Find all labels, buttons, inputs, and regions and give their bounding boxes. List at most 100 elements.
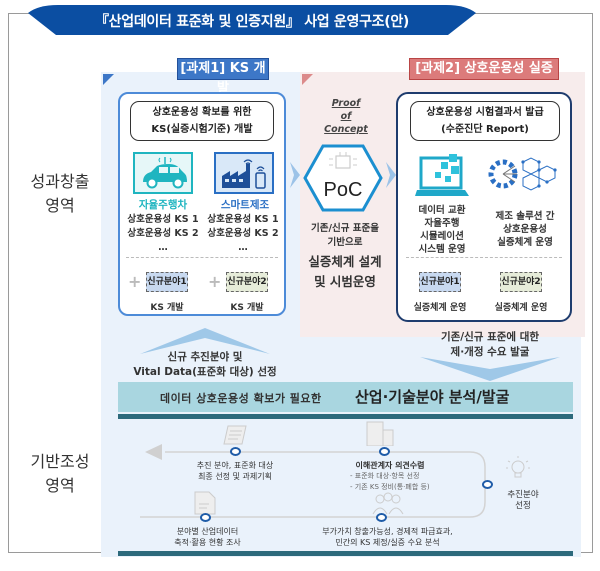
up-arrow-note: 신규 추진분야 및 Vital Data(표준화 대상) 선정 xyxy=(130,350,280,380)
flow-step-final: 추진 분야, 표준화 대상 최종 선정 및 과제기획 xyxy=(180,460,290,482)
task2-item-line: 자율주행 xyxy=(424,218,460,229)
poc-title-line: Concept xyxy=(324,124,368,135)
poc-description-small: 기존/신규 표준을 기반으로 xyxy=(303,222,387,250)
category-label-smart-factory: 스마트제조 xyxy=(220,199,270,211)
document-icon xyxy=(194,491,216,515)
down-note-line: 기존/신규 표준에 대한 xyxy=(440,331,540,343)
task1-tag: [과제1] KS 개발 xyxy=(177,58,269,96)
flow-step-line: 최종 선정 및 과제기획 xyxy=(198,472,272,481)
zone-label-line: 기반조성 xyxy=(30,452,90,471)
task2-item-line: 시스템 운영 xyxy=(418,244,466,255)
ks-list-item: 상호운용성 KS 2 xyxy=(127,228,199,239)
divider xyxy=(126,257,278,258)
poc-description-big: 실증체계 설계 및 시범운영 xyxy=(299,252,391,292)
divider-bar xyxy=(118,551,573,556)
down-arrow-note: 기존/신규 표준에 대한 제·개정 수요 발굴 xyxy=(420,330,560,360)
task2-header-line: 상호운용성 시험결과서 발급 xyxy=(426,107,544,118)
flow-node-select xyxy=(482,480,493,489)
divider xyxy=(406,257,562,258)
plus-icon: + xyxy=(128,272,142,291)
task2-item-line: 시뮬레이션 xyxy=(420,231,464,242)
ks-list-item: 상호운용성 KS 2 xyxy=(207,228,279,239)
task2-item-line: 제조 솔루션 간 xyxy=(495,211,555,222)
task2-new-field-1: 신규분야1 xyxy=(419,272,461,292)
flow-step-stakeholder: 이해관계자 의견수렴 - 표준화 대상·항목 선정 - 기존 KS 정비(통·폐… xyxy=(340,460,440,493)
task2-new-field-1-caption: 실증체계 운영 xyxy=(413,303,467,313)
people-icon xyxy=(372,492,404,515)
analysis-band xyxy=(118,382,573,412)
flow-step-line: 이해관계자 의견수렴 xyxy=(355,461,425,470)
task2-new-field-2-caption: 실증체계 운영 xyxy=(494,303,548,313)
flow-step-line: 부가가치 창출가능성, 경제적 파급효과, xyxy=(322,527,453,536)
chevron-right-icon xyxy=(290,162,300,188)
poc-hexagon: PoC xyxy=(303,144,383,212)
gear-network-icon xyxy=(488,157,557,191)
chevron-right-icon xyxy=(386,162,396,188)
up-note-line: Vital Data(표준화 대상) 선정 xyxy=(133,366,277,378)
flow-step-analysis: 부가가치 창출가능성, 경제적 파급효과, 민간의 KS 제정/실증 수요 분석 xyxy=(310,526,465,548)
task2-corner-marker xyxy=(302,74,313,85)
task2-item-line: 실증체계 운영 xyxy=(497,237,553,248)
poc-desc-line: 기반으로 xyxy=(327,237,363,248)
new-field-2-caption: KS 개발 xyxy=(230,303,264,313)
ks-list-autonomous: 상호운용성 KS 1 상호운용성 KS 2 … xyxy=(121,213,205,255)
poc-title-line: of xyxy=(340,111,352,122)
task1-corner-marker xyxy=(103,74,114,85)
flow-step-line: 축적·활용 현황 조사 xyxy=(174,538,241,547)
lightbulb-icon xyxy=(506,456,530,478)
down-note-line: 제·개정 수요 발굴 xyxy=(450,346,530,358)
up-note-line: 신규 추진분야 및 xyxy=(167,351,243,363)
title-tab-shape xyxy=(28,5,476,35)
down-arrow-icon xyxy=(420,357,560,381)
task2-item-laptop: 데이터 교환 자율주행 시뮬레이션 시스템 운영 xyxy=(402,204,482,256)
zone-label-line: 영역 xyxy=(45,476,75,495)
poc-desc-line: 기존/신규 표준을 xyxy=(311,223,379,234)
band-subtitle: 데이터 상호운용성 확보가 필요한 xyxy=(160,392,322,405)
flow-node-final xyxy=(230,447,241,456)
paper-icon xyxy=(223,425,247,445)
building-icon xyxy=(366,421,394,446)
flow-step-subline: - 표준화 대상·항목 선정 xyxy=(350,472,420,480)
smart-factory-icon xyxy=(214,152,274,194)
poc-title-line: Proof xyxy=(331,98,361,109)
task2-new-field-2: 신규분야2 xyxy=(500,272,542,292)
up-arrow-icon xyxy=(140,328,270,354)
ks-list-item: … xyxy=(158,242,168,253)
ks-list-smart-factory: 상호운용성 KS 1 상호운용성 KS 2 … xyxy=(201,213,285,255)
band-title: 산업·기술분야 분석/발굴 xyxy=(355,388,510,406)
task2-tag: [과제2] 상호운용성 실증 xyxy=(409,58,559,80)
new-field-2: 신규분야2 xyxy=(226,272,268,292)
divider-bar xyxy=(118,414,573,419)
task1-header-line: 상호운용성 확보를 위한 xyxy=(152,107,252,118)
flow-step-survey: 분야별 산업데이터 축적·활용 현황 조사 xyxy=(160,526,255,548)
flow-step-line: 추진 분야, 표준화 대상 xyxy=(196,461,274,470)
poc-desc-line: 및 시범운영 xyxy=(314,274,376,289)
zone-label-line: 성과창출 xyxy=(30,172,90,191)
flow-node-stakeholder xyxy=(379,447,390,456)
task1-header-line: KS(실증시험기준) 개발 xyxy=(151,124,253,135)
ks-list-item: 상호운용성 KS 1 xyxy=(207,214,279,225)
category-label-autonomous: 자율주행차 xyxy=(138,199,188,211)
proof-of-concept-title: Proof of Concept xyxy=(316,97,376,136)
plus-icon: + xyxy=(208,272,222,291)
poc-label: PoC xyxy=(324,179,363,201)
new-field-1: 신규분야1 xyxy=(146,272,188,292)
title-banner: 『산업데이터 표준화 및 인증지원』 사업 운영구조(안) xyxy=(28,5,476,35)
flow-step-subline: - 기존 KS 정비(통·폐합 등) xyxy=(350,483,430,491)
flow-step-line: 민간의 KS 제정/실증 수요 분석 xyxy=(335,538,440,547)
flow-node-analysis xyxy=(376,513,387,522)
task2-item-gear: 제조 솔루션 간 상호운용성 실증체계 운영 xyxy=(483,210,567,249)
flow-step-line: 선정 xyxy=(515,501,531,511)
autonomous-car-icon xyxy=(133,152,193,194)
flow-step-line: 분야별 산업데이터 xyxy=(176,527,239,536)
task1-header: 상호운용성 확보를 위한 KS(실증시험기준) 개발 xyxy=(130,101,274,141)
data-laptop-icon xyxy=(415,154,469,196)
task2-item-line: 데이터 교환 xyxy=(418,205,466,216)
task2-header: 상호운용성 시험결과서 발급 (수준진단 Report) xyxy=(410,101,560,141)
poc-desc-line: 실증체계 설계 xyxy=(308,254,382,269)
flow-node-survey xyxy=(200,513,211,522)
zone-label-outcome: 성과창출 영역 xyxy=(15,170,105,218)
zone-label-foundation: 기반조성 영역 xyxy=(15,450,105,498)
diagram-title: 『산업데이터 표준화 및 인증지원』 사업 운영구조(안) xyxy=(94,14,410,30)
ks-list-item: 상호운용성 KS 1 xyxy=(127,214,199,225)
